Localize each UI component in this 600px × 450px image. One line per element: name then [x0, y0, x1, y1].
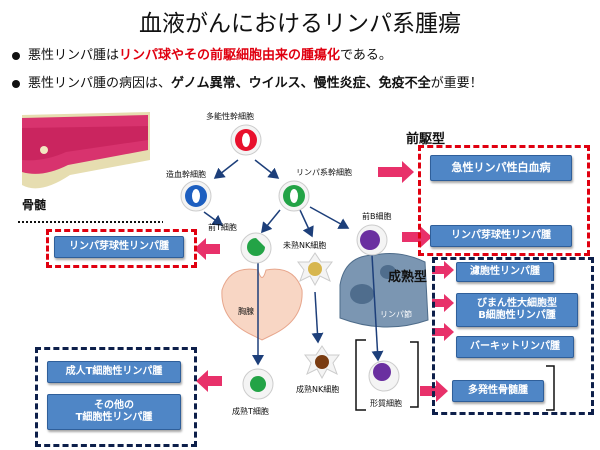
pink-arrows — [194, 161, 454, 402]
thymus-shape — [221, 268, 303, 341]
bullet-dot-icon — [12, 79, 20, 88]
mature-b-group — [432, 257, 594, 415]
label-multipotent-stem: 多能性幹細胞 — [206, 112, 254, 121]
cell-pre-t — [240, 232, 272, 264]
label-mature-t: 成熟T細胞 — [232, 407, 269, 416]
label-mature-nk: 成熟NK細胞 — [296, 385, 340, 394]
page-title: 血液がんにおけるリンパ系腫瘍 — [139, 11, 461, 37]
cell-lymphoid — [278, 180, 310, 212]
mature-t-group — [35, 347, 197, 447]
bullet-dot-icon — [12, 51, 20, 60]
cell-mature-nk — [304, 345, 340, 380]
bullet-emphasis: ゲノム異常、ウイルス、慢性炎症、免疫不全 — [171, 76, 431, 91]
box-burkitt-lymphoma: バーキットリンパ腫 — [456, 336, 574, 358]
box-other-t-cell-lymphoma: その他の T細胞性リンパ腫 — [47, 394, 181, 430]
header-precursor: 前駆型 — [406, 132, 446, 147]
cell-multipotent — [230, 124, 262, 156]
bone-marrow-illustration — [22, 112, 150, 189]
box-lymphoblastic-lymphoma-t: リンパ芽球性リンパ腫 — [54, 236, 184, 258]
cell-plasma — [368, 360, 400, 392]
label-immature-nk: 未熟NK細胞 — [283, 241, 327, 250]
cell-pre-b — [356, 224, 388, 256]
label-pre-t: 前T細胞 — [208, 223, 237, 232]
label-lymphoid-stem: リンパ系幹細胞 — [296, 168, 352, 177]
bullet-2: 悪性リンパ腫の病因は、ゲノム異常、ウイルス、慢性炎症、免疫不全が重要！ — [12, 72, 483, 91]
box-dlbcl: びまん性大細胞型 B細胞性リンパ腫 — [456, 293, 578, 327]
lymph-node-shape — [339, 253, 429, 328]
label-bone-marrow: 骨髄 — [22, 198, 47, 212]
box-follicular-lymphoma: 濾胞性リンパ腫 — [456, 262, 554, 282]
bullet-emphasis: リンパ球やその前駆細胞由来の腫瘍化 — [119, 48, 341, 63]
bullet-text: が重要！ — [430, 76, 483, 91]
label-lymph-node: リンパ節 — [380, 310, 412, 319]
bracket-right — [546, 365, 555, 411]
precursor-group — [418, 145, 590, 256]
box-adult-t-cell-lymphoma: 成人T細胞性リンパ腫 — [47, 361, 181, 383]
cell-immature-nk — [297, 252, 333, 287]
precursor-t-group — [46, 229, 197, 268]
bullet-text: である。 — [340, 48, 392, 63]
label-plasma: 形質細胞 — [370, 399, 402, 408]
label-thymus: 胸腺 — [238, 307, 254, 316]
box-acute-lymphoblastic-leukemia: 急性リンパ性白血病 — [430, 155, 572, 181]
bullet-text: 悪性リンパ腫は — [28, 48, 120, 63]
cell-mature-t — [242, 368, 274, 400]
box-multiple-myeloma: 多発性骨髄腫 — [452, 380, 544, 402]
label-hematopoietic-stem: 造血幹細胞 — [166, 170, 206, 179]
header-mature: 成熟型 — [388, 270, 428, 285]
bullet-text: 悪性リンパ腫の病因は、 — [28, 76, 172, 91]
box-lymphoblastic-lymphoma-b: リンパ芽球性リンパ腫 — [430, 225, 572, 247]
label-pre-b: 前B細胞 — [362, 212, 392, 221]
bracket-left — [355, 339, 366, 411]
bullet-1: 悪性リンパ腫はリンパ球やその前駆細胞由来の腫瘍化である。 — [12, 44, 392, 63]
cell-hematopoietic — [180, 180, 212, 212]
